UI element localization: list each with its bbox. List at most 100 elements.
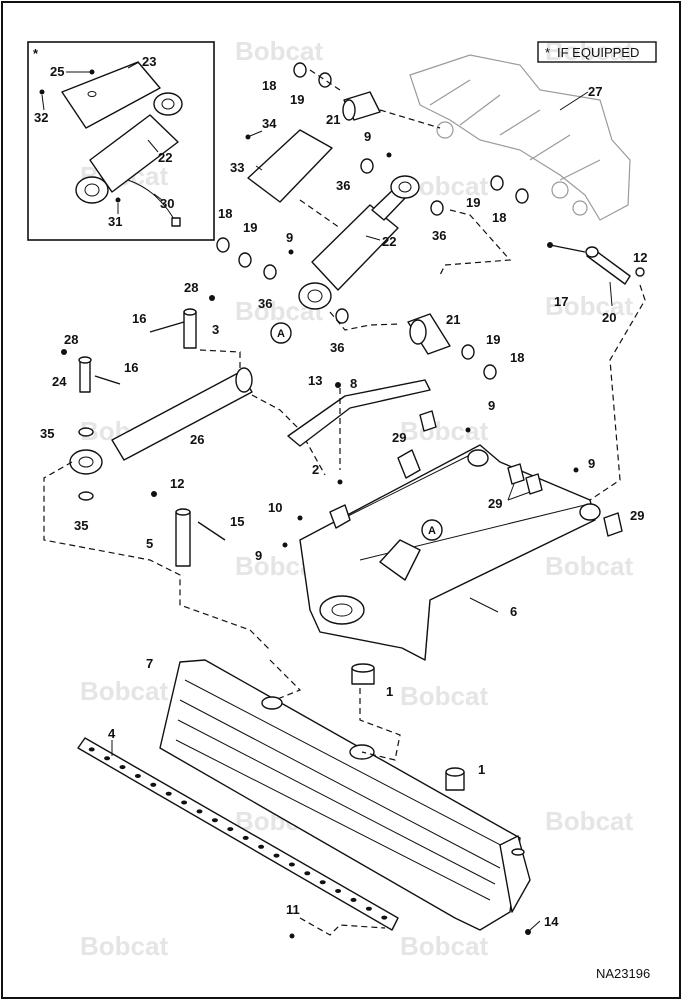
part-label: 25 [50,64,64,79]
bracket-10 [329,504,351,529]
bolt-17-head [547,242,553,248]
leader-line [127,61,140,69]
pin-24-head [78,356,92,364]
inset-rod-eye-hole [161,98,175,110]
part-label: 29 [392,430,406,445]
part-label: 13 [308,373,322,388]
part-label: 14 [544,914,559,929]
blade-end-plate-right [499,835,531,913]
cover-plate-8-group [287,379,431,470]
inset-screw-31 [115,197,121,203]
part-label: 21 [326,112,340,127]
cutting-edge-bolt-hole [304,871,311,876]
blade-ribs [175,679,511,901]
part-label: 5 [146,536,153,551]
watermark: Bobcat [80,676,168,706]
cutting-edge-4 [77,737,399,931]
nut-28 [209,295,215,301]
assembly-path [299,917,386,936]
part-label: 27 [588,84,602,99]
bolt-11 [289,933,295,939]
ring-35 [78,427,94,437]
dozer-blade-7 [159,659,541,939]
bushing-29 [507,463,525,485]
part-label: 9 [588,456,595,471]
part-label: 16 [124,360,138,375]
pin-5 [175,511,191,567]
part-label: 21 [446,312,460,327]
part-label: 33 [230,160,244,175]
part-label: 19 [243,220,257,235]
cutting-edge-bolt-hole [227,827,234,832]
bushing-29 [603,512,623,537]
blade-mount-boss [261,696,283,710]
inset-bolt-32 [39,89,45,95]
fitting-9 [282,542,288,548]
inset-bolt-25 [89,69,95,75]
part-label: 36 [330,340,344,355]
assembly-path [269,659,401,761]
legend-border [537,41,657,63]
pin-20-assembly [547,242,646,501]
cylinder-22-base-eye-hole [307,289,323,303]
bushing-1-top [351,663,375,673]
part-label: 36 [432,228,446,243]
fitting-9 [386,152,392,158]
part-label: 12 [633,250,647,265]
leader-line [469,597,499,613]
bolt-16 [149,321,185,333]
ring-19 [318,72,332,88]
part-label: 30 [160,196,174,211]
cutting-edge-bolt-hole [196,809,203,814]
machine-pivot-boss [551,181,569,199]
ring-18 [293,62,307,78]
cutting-edge-bolt-hole [365,906,372,911]
cutting-edge-bolt-hole [165,791,172,796]
part-label: 29 [630,508,644,523]
part-label: 1 [386,684,393,699]
part-label: 35 [40,426,54,441]
part-label: 8 [350,376,357,391]
cutting-edge [77,737,399,931]
bolt-15 [197,521,226,541]
part-label: 9 [364,129,371,144]
cutting-edge-bolt-hole [258,844,265,849]
fitting-9 [288,249,294,255]
watermark: Bobcat [400,931,488,961]
part-label: 2 [312,462,319,477]
push-frame-ear [397,449,421,479]
callout-circle [421,519,443,541]
cylinder-22-body [311,204,399,291]
push-frame-mount-bracket [379,539,421,581]
cylinder-26-base-eye-hole [78,456,94,468]
part-label: 19 [486,332,500,347]
ring-19 [461,344,475,360]
bolt-10 [297,515,303,521]
push-frame-base-pivot [319,595,365,625]
part-label: 9 [255,548,262,563]
part-label: 4 [108,726,116,741]
push-frame-pivot-left [467,449,489,467]
inset-plate-hole [87,91,97,97]
part-label: 28 [64,332,78,347]
leader-line [365,235,381,241]
inset-marker: * [33,46,39,61]
part-label: 36 [258,296,272,311]
push-frame-pivot-right [579,503,601,521]
part-label: 19 [466,195,480,210]
watermark: Bobcat [400,681,488,711]
ring-18 [483,364,497,380]
assembly-path [589,284,646,501]
cutting-edge-bolt-hole [242,835,249,840]
inset-base-eye [75,176,109,204]
callout-letter: A [428,525,436,537]
leader-line [507,491,531,501]
part-label: 18 [218,206,232,221]
inset-sensor-plug [171,217,181,227]
ring-18 [216,237,230,253]
assembly-path [43,461,271,651]
nut-14 [525,929,531,935]
part-label: 28 [184,280,198,295]
cutting-edge-bolt-hole [181,800,188,805]
pin-24 [79,359,91,393]
